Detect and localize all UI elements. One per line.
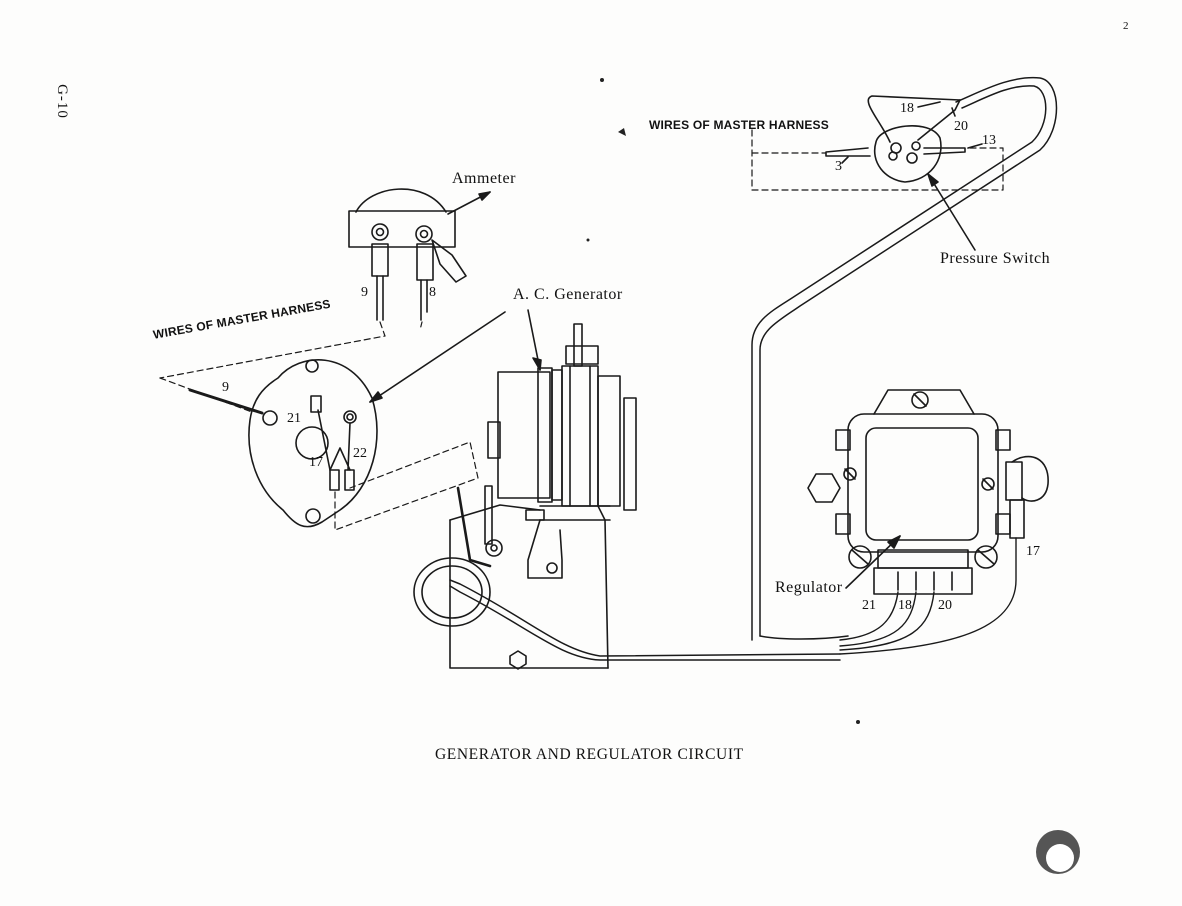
generator-end-view xyxy=(188,311,506,528)
diagram-caption: GENERATOR AND REGULATOR CIRCUIT xyxy=(435,746,744,763)
ac-generator xyxy=(487,309,637,669)
pressure-switch xyxy=(825,95,983,251)
pressure-switch-label: Pressure Switch xyxy=(940,250,1051,267)
speck-marks xyxy=(586,78,1080,874)
terminal-22-generator: 22 xyxy=(353,446,367,461)
terminal-18-pressure-switch: 18 xyxy=(900,101,914,116)
ammeter-label: Ammeter xyxy=(452,170,516,187)
ac-generator-label: A. C. Generator xyxy=(513,286,623,303)
terminal-13-pressure-switch: 13 xyxy=(982,133,996,148)
page-number: 2 xyxy=(1123,20,1129,32)
master-harness-label-top: WIRES OF MASTER HARNESS xyxy=(649,118,829,132)
regulator-wires xyxy=(839,537,1017,655)
terminal-3-pressure-switch: 3 xyxy=(835,159,842,174)
terminal-9-ammeter: 9 xyxy=(361,285,368,300)
mounting-bracket xyxy=(413,485,609,670)
terminal-8-ammeter: 8 xyxy=(429,285,436,300)
ammeter xyxy=(348,188,491,321)
terminal-20-regulator: 20 xyxy=(938,598,952,613)
terminal-21-regulator: 21 xyxy=(862,598,876,613)
terminal-20-pressure-switch: 20 xyxy=(954,119,968,134)
regulator-label: Regulator xyxy=(775,579,843,596)
terminal-17-regulator: 17 xyxy=(1026,544,1040,559)
terminal-18-regulator: 18 xyxy=(898,598,912,613)
terminal-21-generator: 21 xyxy=(287,411,301,426)
main-harness xyxy=(449,76,1058,661)
terminal-17-generator: 17 xyxy=(309,455,323,470)
terminal-9-generator: 9 xyxy=(222,380,229,395)
side-code: G-10 xyxy=(53,84,70,119)
regulator xyxy=(807,389,1049,595)
